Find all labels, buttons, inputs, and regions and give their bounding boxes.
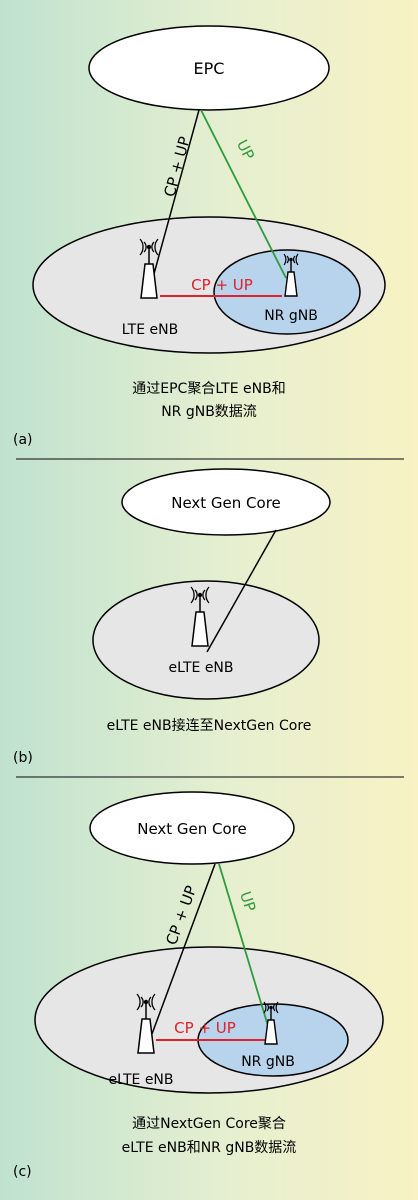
panel-a: EPC CP + UP UP CP + UP LTE eNB NR gNB 通过… bbox=[13, 25, 386, 448]
label-up-core-gnb-c: UP bbox=[236, 889, 259, 914]
panel-c: Next Gen Core CP + UP UP CP + UP eLTE eN… bbox=[13, 791, 384, 1180]
caption-c-line1: 通过NextGen Core聚合 bbox=[132, 1116, 286, 1132]
epc-core-label: EPC bbox=[194, 59, 225, 78]
caption-a-line2: NR gNB数据流 bbox=[161, 404, 257, 420]
panel-b: Next Gen Core eLTE eNB eLTE eNB接连至NextGe… bbox=[13, 468, 331, 766]
panel-a-tag: (a) bbox=[13, 432, 33, 448]
elte-enb-label-b: eLTE eNB bbox=[168, 660, 233, 676]
link-epc-gnb bbox=[200, 109, 287, 279]
epc-core-ellipse bbox=[88, 25, 330, 111]
caption-a-line1: 通过EPC聚合LTE eNB和 bbox=[132, 381, 285, 397]
nr-gnb-label: NR gNB bbox=[264, 308, 318, 324]
label-cp-up-elte-gnb-c: CP + UP bbox=[174, 1019, 236, 1037]
elte-enb-label-c: eLTE eNB bbox=[108, 1072, 173, 1088]
label-up-core-gnb: UP bbox=[233, 137, 258, 163]
lte-enb-label: LTE eNB bbox=[122, 322, 178, 338]
label-cp-up-enb-gnb: CP + UP bbox=[191, 276, 253, 294]
nextgen-core-ellipse-c bbox=[89, 791, 295, 865]
label-cp-up-core-elte-c: CP + UP bbox=[162, 883, 200, 947]
nextgen-core-label-b: Next Gen Core bbox=[171, 494, 281, 512]
link-core-gnb-c bbox=[218, 863, 269, 1027]
nr-gnb-label-c: NR gNB bbox=[241, 1054, 295, 1070]
link-core-elte-b bbox=[206, 529, 277, 653]
label-cp-up-core-enb: CP + UP bbox=[160, 135, 193, 199]
caption-c-line2: eLTE eNB和NR gNB数据流 bbox=[122, 1140, 297, 1156]
caption-b-line1: eLTE eNB接连至NextGen Core bbox=[107, 717, 312, 734]
nextgen-core-ellipse-b bbox=[121, 468, 331, 536]
panel-c-tag: (c) bbox=[13, 1164, 32, 1180]
link-core-elte-c bbox=[148, 863, 216, 1043]
link-epc-enb bbox=[148, 109, 200, 293]
panel-b-tag: (b) bbox=[13, 750, 33, 766]
nextgen-core-label-c: Next Gen Core bbox=[137, 820, 247, 838]
